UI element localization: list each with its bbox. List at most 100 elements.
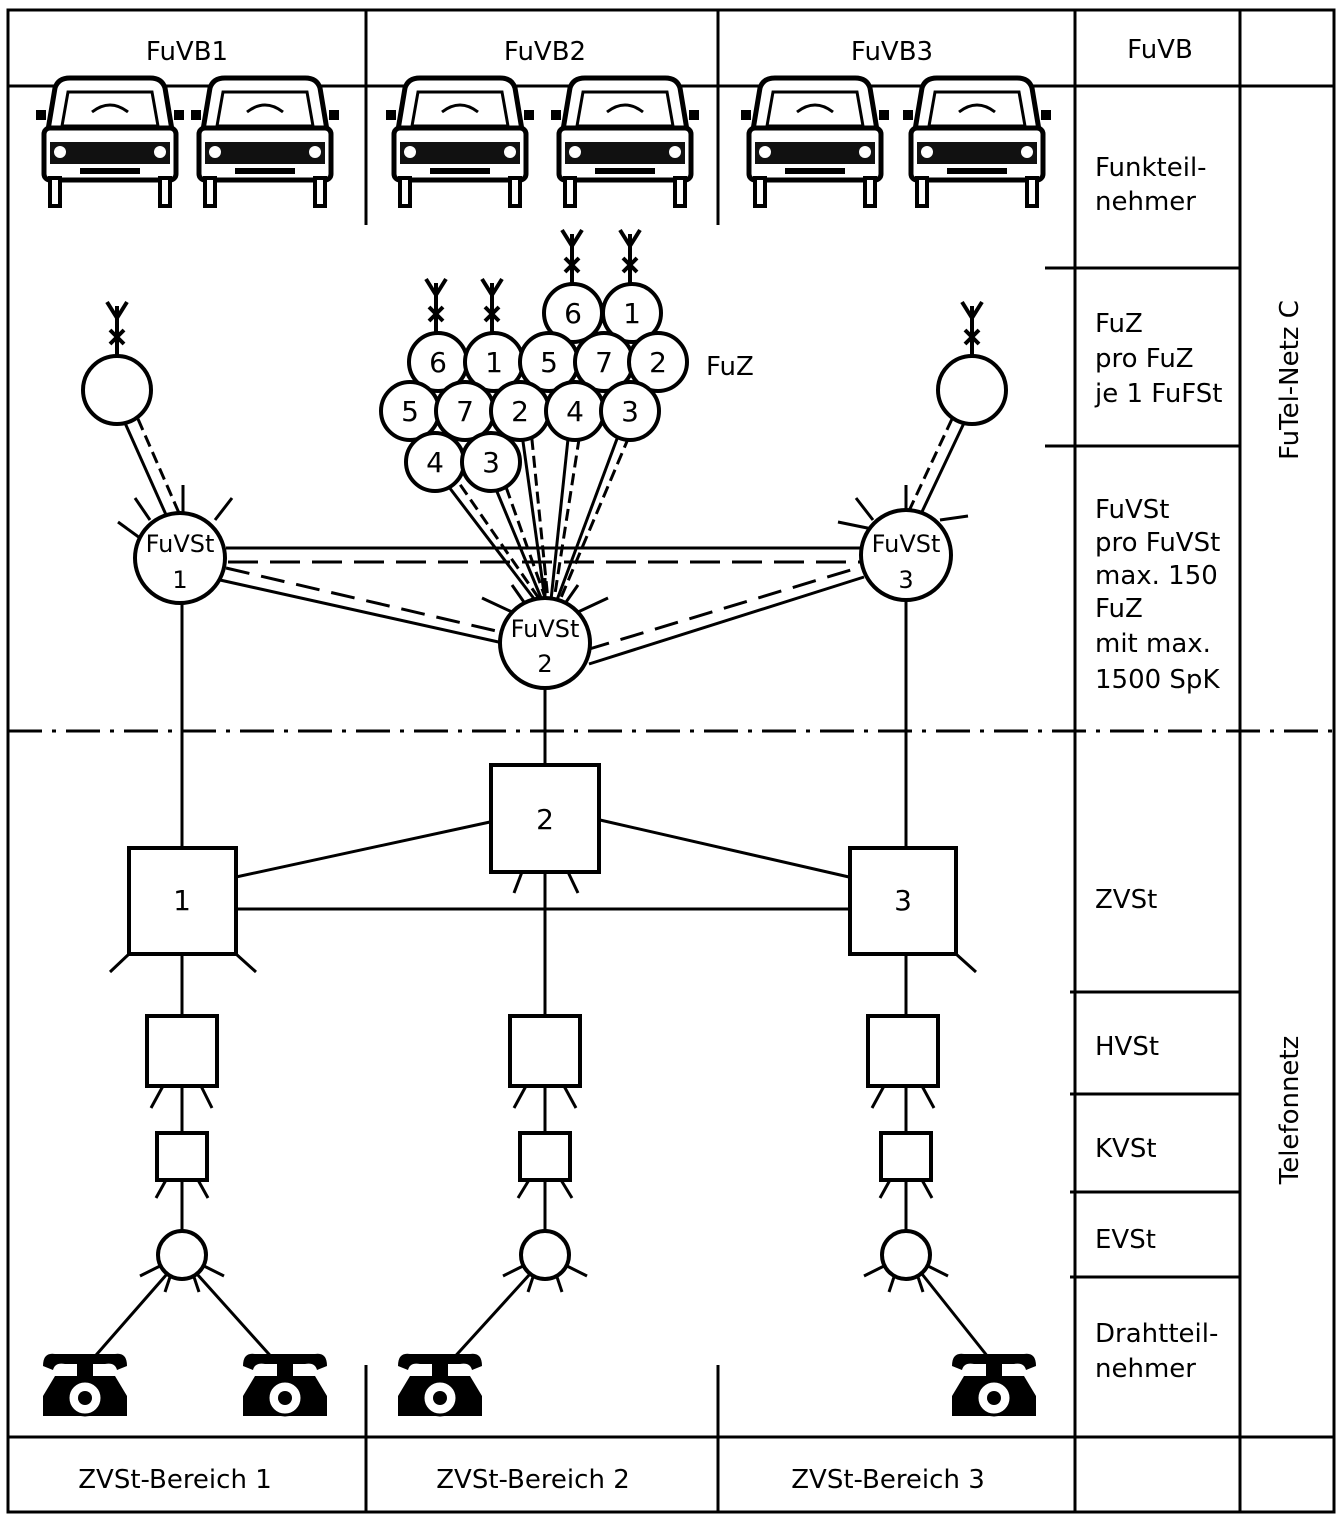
car-icon <box>551 78 699 206</box>
zvst-box-2: 2 <box>489 763 601 874</box>
fuvst-station-1: FuVSt 1 <box>133 511 227 605</box>
fuvst-links <box>219 546 865 666</box>
footer-bereich-2: ZVSt-Bereich 2 <box>436 1465 630 1495</box>
svg-text:5: 5 <box>401 395 419 428</box>
label-drahtteilnehmer-1: Drahtteil- <box>1095 1319 1218 1349</box>
evst-node-3 <box>880 1229 932 1281</box>
svg-text:3: 3 <box>894 884 912 917</box>
svg-text:FuVSt: FuVSt <box>511 615 580 643</box>
fuz-label: FuZ <box>706 352 754 382</box>
zvst-box-3: 3 <box>848 846 958 956</box>
fuz-cell: 7 <box>434 380 496 442</box>
label-fuvst-6: 1500 SpK <box>1095 665 1220 695</box>
header-fuvb: FuVB <box>1127 35 1193 65</box>
car-icon <box>903 78 1051 206</box>
label-fuvst-2: pro FuVSt <box>1095 528 1220 558</box>
phone-icon <box>950 1352 1038 1418</box>
car-icon <box>191 78 339 206</box>
svg-text:2: 2 <box>537 650 552 678</box>
label-fuz-2: pro FuZ <box>1095 344 1194 374</box>
svg-text:4: 4 <box>566 395 584 428</box>
label-funkteilnehmer-2: nehmer <box>1095 187 1196 217</box>
label-hvst: HVSt <box>1095 1032 1159 1062</box>
fuz-cell: 4 <box>544 380 606 442</box>
header-fuvb2: FuVB2 <box>504 37 586 67</box>
label-fuvst-1: FuVSt <box>1095 495 1170 525</box>
label-telefonnetz: Telefonnetz <box>1275 1036 1305 1186</box>
subscriber-lines <box>88 1272 994 1364</box>
fuz-cell: 1 <box>601 282 663 344</box>
svg-text:5: 5 <box>540 346 558 379</box>
svg-text:1: 1 <box>623 297 641 330</box>
car-icon <box>386 78 534 206</box>
label-futel-netz: FuTel-Netz C <box>1275 300 1305 460</box>
car-icon <box>741 78 889 206</box>
antenna-icon <box>424 277 448 335</box>
label-evst: EVSt <box>1095 1225 1156 1255</box>
footer-bereich-1: ZVSt-Bereich 1 <box>78 1465 272 1495</box>
label-fuvst-4: FuZ <box>1095 594 1143 624</box>
fuvst-station-2: FuVSt 2 <box>498 596 592 690</box>
kvst-box-1 <box>155 1131 209 1182</box>
antenna-icon <box>105 300 129 358</box>
label-fuz-3: je 1 FuFSt <box>1094 379 1223 409</box>
hvst-box-1 <box>145 1014 219 1088</box>
side-labels: Funkteil- nehmer FuZ pro FuZ je 1 FuFSt … <box>1094 153 1305 1384</box>
exchange-rays <box>108 871 978 1293</box>
svg-text:2: 2 <box>649 346 667 379</box>
svg-text:FuVSt: FuVSt <box>872 530 941 558</box>
trunk-lines <box>180 600 908 1232</box>
svg-text:3: 3 <box>482 446 500 479</box>
svg-text:1: 1 <box>485 346 503 379</box>
fuz-cell-right <box>936 354 1008 426</box>
table-grid <box>6 8 1336 1514</box>
svg-text:2: 2 <box>536 803 554 836</box>
label-kvst: KVSt <box>1095 1134 1157 1164</box>
side-fuz-links <box>123 418 966 518</box>
hvst-box-3 <box>866 1014 940 1088</box>
label-drahtteilnehmer-2: nehmer <box>1095 1354 1196 1384</box>
evst-node-1 <box>156 1229 208 1281</box>
fuz-cell: 1 <box>463 331 525 393</box>
label-funkteilnehmer-1: Funkteil- <box>1095 153 1207 183</box>
antenna-icon <box>480 277 504 335</box>
hvst-box-2 <box>508 1014 582 1088</box>
fuz-cell: 3 <box>460 431 522 493</box>
label-fuz-1: FuZ <box>1095 309 1143 339</box>
svg-text:FuVSt: FuVSt <box>146 530 215 558</box>
phone-icon <box>241 1352 329 1418</box>
kvst-box-3 <box>879 1131 933 1182</box>
car-icon <box>36 78 184 206</box>
fuz-cell: 3 <box>599 380 661 442</box>
antenna-icon <box>618 228 642 286</box>
fuz-cell: 5 <box>379 380 441 442</box>
svg-text:1: 1 <box>172 566 187 594</box>
kvst-box-2 <box>518 1131 572 1182</box>
fuz-cell: 4 <box>404 431 466 493</box>
footer-bereich-3: ZVSt-Bereich 3 <box>791 1465 985 1495</box>
exchange-boxes <box>145 1014 940 1281</box>
phone-icon <box>41 1352 129 1418</box>
header-fuvb1: FuVB1 <box>146 37 228 67</box>
phone-icon <box>396 1352 484 1418</box>
fuz-cell-left <box>81 354 153 426</box>
antenna-icon <box>960 300 984 358</box>
svg-text:6: 6 <box>564 297 582 330</box>
svg-text:1: 1 <box>173 884 191 917</box>
car-icons <box>36 78 1051 206</box>
evst-node-2 <box>519 1229 571 1281</box>
svg-text:7: 7 <box>595 346 613 379</box>
phone-icons <box>41 1352 1038 1418</box>
fuz-links <box>434 419 638 601</box>
svg-text:3: 3 <box>898 566 913 594</box>
svg-text:4: 4 <box>426 446 444 479</box>
label-fuvst-3: max. 150 <box>1095 561 1218 591</box>
label-zvst: ZVSt <box>1095 885 1157 915</box>
fuvst-station-3: FuVSt 3 <box>859 508 953 602</box>
svg-text:2: 2 <box>511 395 529 428</box>
svg-text:3: 3 <box>621 395 639 428</box>
zvst-box-1: 1 <box>127 846 238 956</box>
fuz-cell: 2 <box>627 331 689 393</box>
svg-text:6: 6 <box>429 346 447 379</box>
